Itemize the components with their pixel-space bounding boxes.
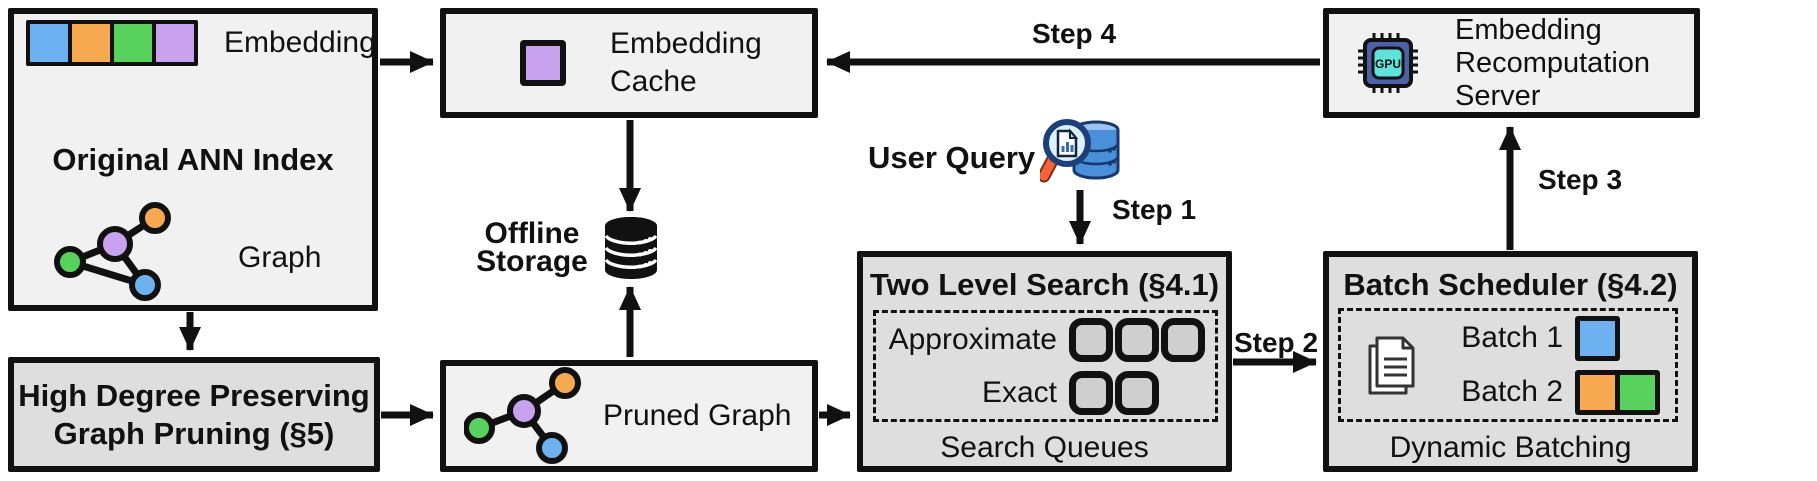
batch-scheduler-box: Batch Scheduler (§4.2) Batch 1: [1323, 251, 1698, 472]
offline-storage-label: Offline Storage: [476, 217, 588, 278]
embedding-cell: [1620, 374, 1655, 410]
batch-1-embeddings-icon: [1575, 315, 1620, 361]
exact-slots: [1069, 370, 1207, 415]
database-icon: [604, 217, 658, 279]
batch-2-row: Batch 2: [1445, 369, 1667, 415]
pruned-graph-box: Pruned Graph: [440, 360, 818, 472]
svg-text:GPU: GPU: [1375, 57, 1401, 71]
graph-icon: [54, 202, 171, 301]
graph-pruning-box: High Degree Preserving Graph Pruning (§5…: [8, 357, 380, 472]
search-queues-panel: Approximate Exact: [873, 310, 1218, 422]
embedding-cell: [1580, 374, 1615, 410]
vector-cell-purple: [156, 24, 194, 62]
recomputation-server-label: Embedding Recomputation Server: [1455, 13, 1651, 112]
search-queues-caption: Search Queues: [940, 431, 1149, 464]
embedding-cache-box: Embedding Cache: [440, 8, 818, 118]
user-query-label: User Query: [868, 140, 1036, 175]
gpu-chip-icon: GPU: [1358, 33, 1418, 93]
graph-label: Graph: [238, 241, 322, 274]
exact-queue-row: Exact: [884, 370, 1207, 415]
query-magnifier-database-icon: [1040, 119, 1120, 183]
documents-icon: [1368, 336, 1415, 395]
original-ann-index-box: Embedding Original ANN Index Graph: [8, 8, 378, 311]
vector-cell-green: [114, 24, 152, 62]
pruned-graph-icon: [464, 367, 581, 464]
queue-slot: [1115, 370, 1159, 415]
step-2-label: Step 2: [1233, 327, 1319, 358]
step-1-label: Step 1: [1111, 194, 1197, 225]
pruned-graph-label: Pruned Graph: [603, 399, 792, 432]
queue-slot: [1161, 317, 1205, 362]
embedding-vector: Embedding: [26, 20, 376, 66]
embedding-cache-label: Embedding Cache: [610, 27, 762, 98]
embedding-label: Embedding: [224, 26, 376, 59]
two-level-search-box: Two Level Search (§4.1) Approximate Exac…: [857, 251, 1232, 472]
vector-cell-orange: [72, 24, 110, 62]
batch-1-label: Batch 1: [1461, 321, 1563, 354]
queue-slot: [1115, 317, 1159, 362]
embedding-vector-icon: [26, 20, 198, 66]
batch-2-embeddings-icon: [1575, 369, 1660, 415]
vector-cell-blue: [30, 24, 68, 62]
batch-scheduler-title: Batch Scheduler (§4.2): [1343, 267, 1678, 302]
two-level-search-title: Two Level Search (§4.1): [869, 267, 1220, 302]
step-3-label: Step 3: [1537, 164, 1623, 195]
approximate-queue-row: Approximate: [884, 317, 1207, 362]
approximate-label: Approximate: [888, 322, 1057, 356]
step-4-label: Step 4: [1031, 18, 1117, 49]
graph-pruning-title: High Degree Preserving Graph Pruning (§5…: [18, 377, 370, 451]
batch-1-row: Batch 1: [1445, 315, 1667, 361]
queue-slot: [1069, 370, 1113, 415]
approximate-slots: [1069, 317, 1207, 362]
batch-2-label: Batch 2: [1461, 375, 1563, 408]
queue-slot: [1069, 317, 1113, 362]
dynamic-batching-panel: Batch 1 Batch 2: [1338, 308, 1678, 422]
recomputation-server-box: GPU Embedding Recomputation Server: [1323, 8, 1700, 118]
embedding-cell: [1580, 320, 1615, 356]
cached-embedding-icon: [520, 40, 566, 86]
ann-index-title: Original ANN Index: [52, 142, 334, 177]
exact-label: Exact: [981, 375, 1057, 409]
dynamic-batching-caption: Dynamic Batching: [1389, 431, 1632, 464]
